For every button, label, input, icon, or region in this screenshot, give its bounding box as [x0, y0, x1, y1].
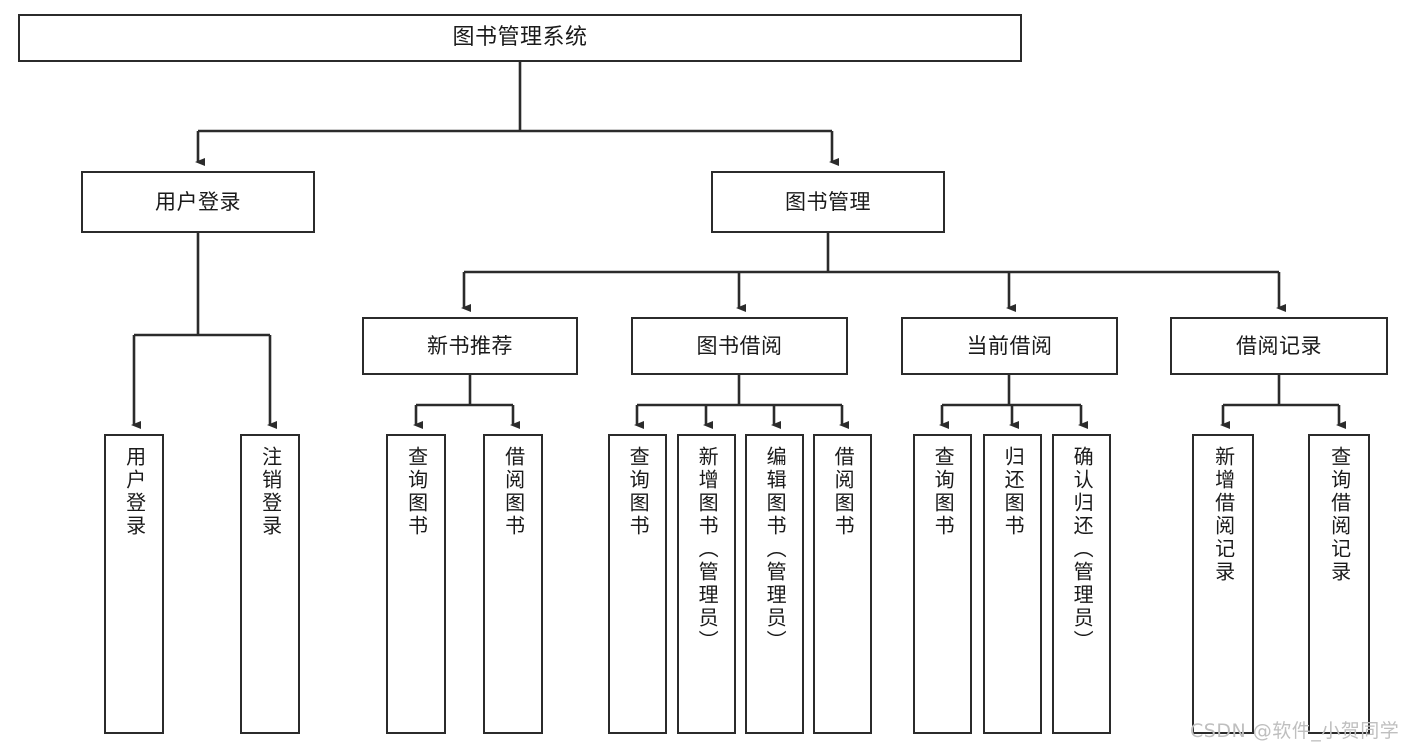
- leaf-inner: 新增图书（管理员）: [679, 446, 734, 653]
- leaf-inner: 注销登录: [242, 446, 298, 538]
- node-borrow-record[interactable]: 借阅记录: [1170, 317, 1388, 375]
- node-user-login[interactable]: 用户登录: [81, 171, 315, 233]
- node-leaf-confirm-return[interactable]: 确认归还（管理员）: [1052, 434, 1111, 734]
- node-leaf-user-login[interactable]: 用户登录: [104, 434, 164, 734]
- node-user-login-label: 用户登录: [155, 189, 241, 214]
- node-leaf-borrow-book-2-label: 借阅图书: [831, 446, 856, 538]
- leaf-inner: 用户登录: [106, 446, 162, 538]
- node-leaf-edit-book[interactable]: 编辑图书（管理员）: [745, 434, 804, 734]
- node-leaf-confirm-return-label: 确认归还（管理员）: [1070, 446, 1095, 653]
- node-leaf-query-book-2-label: 查询图书: [626, 446, 651, 538]
- node-new-book-recommend-label: 新书推荐: [427, 333, 513, 358]
- node-leaf-borrow-book-1[interactable]: 借阅图书: [483, 434, 543, 734]
- leaf-inner: 归还图书: [985, 446, 1040, 538]
- node-book-borrow[interactable]: 图书借阅: [631, 317, 848, 375]
- node-root[interactable]: 图书管理系统: [18, 14, 1022, 62]
- node-leaf-user-logout[interactable]: 注销登录: [240, 434, 300, 734]
- node-root-label: 图书管理系统: [452, 25, 588, 51]
- node-leaf-query-record[interactable]: 查询借阅记录: [1308, 434, 1370, 734]
- node-leaf-query-book-3-label: 查询图书: [931, 446, 956, 538]
- node-current-borrow[interactable]: 当前借阅: [901, 317, 1118, 375]
- node-borrow-record-label: 借阅记录: [1236, 333, 1322, 358]
- node-new-book-recommend[interactable]: 新书推荐: [362, 317, 578, 375]
- csdn-watermark: CSDN @软件_小贺同学: [1190, 720, 1400, 742]
- leaf-inner: 查询图书: [915, 446, 970, 538]
- leaf-inner: 借阅图书: [815, 446, 870, 538]
- leaf-inner: 编辑图书（管理员）: [747, 446, 802, 653]
- leaf-inner: 查询借阅记录: [1310, 446, 1368, 584]
- leaf-inner: 确认归还（管理员）: [1054, 446, 1109, 653]
- node-leaf-query-book-1-label: 查询图书: [404, 446, 429, 538]
- node-leaf-borrow-book-1-label: 借阅图书: [501, 446, 526, 538]
- node-leaf-query-book-1[interactable]: 查询图书: [386, 434, 446, 734]
- node-leaf-return-book[interactable]: 归还图书: [983, 434, 1042, 734]
- node-leaf-query-record-label: 查询借阅记录: [1327, 446, 1352, 584]
- node-book-manage-label: 图书管理: [785, 189, 871, 214]
- node-leaf-edit-book-label: 编辑图书（管理员）: [763, 446, 788, 653]
- node-leaf-user-login-label: 用户登录: [122, 446, 147, 538]
- node-leaf-add-book[interactable]: 新增图书（管理员）: [677, 434, 736, 734]
- node-leaf-query-book-3[interactable]: 查询图书: [913, 434, 972, 734]
- node-leaf-add-record[interactable]: 新增借阅记录: [1192, 434, 1254, 734]
- leaf-inner: 查询图书: [388, 446, 444, 538]
- node-book-manage[interactable]: 图书管理: [711, 171, 945, 233]
- leaf-inner: 借阅图书: [485, 446, 541, 538]
- node-leaf-add-record-label: 新增借阅记录: [1211, 446, 1236, 584]
- leaf-inner: 新增借阅记录: [1194, 446, 1252, 584]
- node-book-borrow-label: 图书借阅: [696, 333, 783, 358]
- node-leaf-query-book-2[interactable]: 查询图书: [608, 434, 667, 734]
- node-leaf-add-book-label: 新增图书（管理员）: [695, 446, 720, 653]
- node-leaf-return-book-label: 归还图书: [1001, 446, 1026, 538]
- node-leaf-user-logout-label: 注销登录: [258, 446, 283, 538]
- node-leaf-borrow-book-2[interactable]: 借阅图书: [813, 434, 872, 734]
- leaf-inner: 查询图书: [610, 446, 665, 538]
- node-current-borrow-label: 当前借阅: [966, 333, 1053, 358]
